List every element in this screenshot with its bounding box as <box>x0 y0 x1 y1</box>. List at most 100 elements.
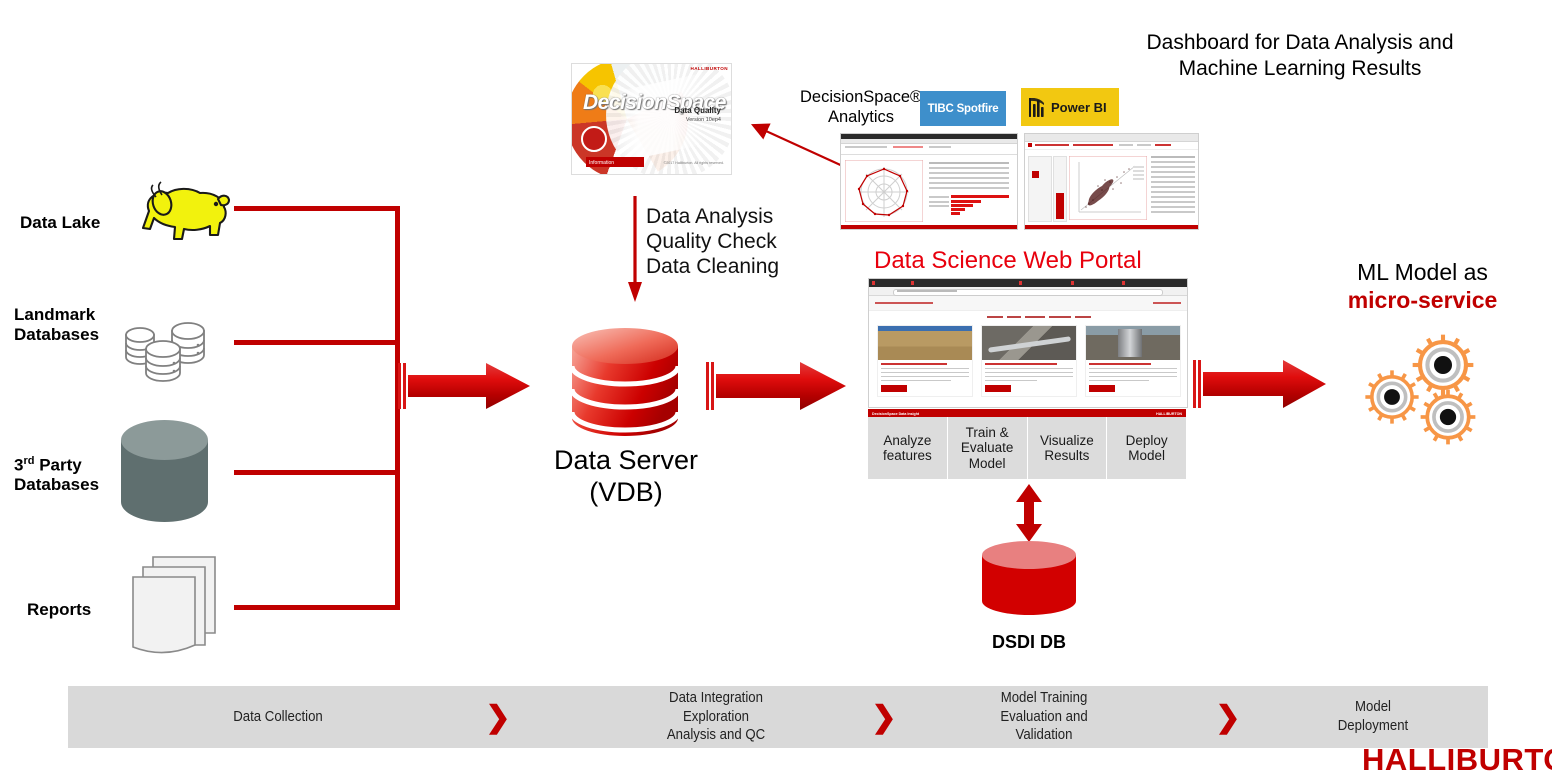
tab-analyze-features-line2: features <box>882 448 932 463</box>
shot-footer-bar <box>841 225 1017 229</box>
data-server-label-line2: (VDB) <box>589 477 663 508</box>
process-step-3: Data Cleaning <box>646 254 780 278</box>
analytics-label-line2: Analytics <box>827 107 895 126</box>
ds-logo-circle <box>581 126 607 152</box>
timeline-bar: Data Collection ❯ Data Integration Explo… <box>68 686 1488 748</box>
multi-database-icon <box>120 315 215 387</box>
tab-train-evaluate-model-line2: Evaluate <box>960 440 1014 456</box>
powerbi-gauge <box>1053 156 1067 222</box>
spotfire-dashboard-screenshot <box>840 133 1018 230</box>
connector-line-landmark <box>234 340 400 345</box>
tab-train-evaluate-model[interactable]: Train & Evaluate Model <box>948 417 1028 479</box>
timeline-chevron-1: ❯ <box>485 700 511 734</box>
halliburton-footer-logo: HALLIBURTON <box>1362 742 1552 777</box>
timeline-stage-4-line1: Model Training <box>1000 688 1088 706</box>
powerbi-scatter-chart <box>1069 156 1147 220</box>
source-label-reports: Reports <box>27 600 92 619</box>
data-server-cylinder-icon <box>566 326 684 436</box>
source-label-data-lake: Data Lake <box>20 213 101 232</box>
list-item[interactable] <box>981 325 1077 397</box>
card-button[interactable] <box>1089 385 1115 392</box>
arrow-tail <box>398 363 407 409</box>
source-label-landmark-line2: Databases <box>14 324 100 344</box>
tab-analyze-features[interactable]: Analyze features <box>868 417 948 479</box>
shot-footer-bar <box>1025 225 1198 229</box>
card-image-cutting <box>878 326 972 360</box>
process-down-arrow <box>628 196 642 302</box>
portal-title: Data Science Web Portal <box>874 247 1142 274</box>
dsdi-db-label: DSDI DB <box>991 632 1066 652</box>
arrow-body <box>408 363 530 409</box>
decisionspace-wordmark: DecisionSpace <box>583 91 726 114</box>
browser-toolbar <box>1025 134 1198 142</box>
tab-deploy-model-line1: Deploy <box>1125 432 1168 448</box>
tab-train-evaluate-model-line3: Model <box>968 455 1006 471</box>
decisionspace-splash-image: HALLIBURTON DecisionSpace Data Quality V… <box>571 63 732 175</box>
shot-accent-line <box>841 154 1017 155</box>
power-bi-logo: Power BI <box>1021 88 1119 126</box>
arrow-tail <box>706 362 715 410</box>
list-item[interactable] <box>1085 325 1181 397</box>
workflow-header-brand: HALLIBURTON <box>1156 411 1182 416</box>
card-button[interactable] <box>985 385 1011 392</box>
decisionspace-module: Data Quality <box>674 106 721 115</box>
spotfire-bar-chart <box>929 194 1013 220</box>
timeline-stage-2-line2: Exploration <box>682 707 750 725</box>
timeline-stage-4-line3: Validation <box>1015 726 1073 744</box>
browser-tabs-bar <box>869 279 1187 287</box>
browser-chrome-bar <box>841 134 1017 139</box>
timeline-chevron-3: ❯ <box>1215 700 1241 734</box>
tab-deploy-model-line2: Model <box>1128 448 1166 463</box>
tab-visualize-results-line1: Visualize <box>1039 432 1094 448</box>
dashboard-caption-line1: Dashboard for Data Analysis and <box>1146 31 1454 54</box>
data-server-label-line1: Data Server <box>553 445 699 475</box>
tab-analyze-features-line1: Analyze <box>883 432 932 448</box>
timeline-stage-6-line1: Model <box>1355 698 1391 716</box>
workflow-tabs[interactable]: Analyze features Train & Evaluate Model … <box>868 417 1186 479</box>
gears-microservice-icon <box>1348 325 1498 450</box>
source-label-third-party-line2: Databases <box>14 475 100 495</box>
timeline-stage-0-line1: Data Collection <box>233 707 323 725</box>
arrow-tail <box>1193 360 1202 408</box>
process-step-1: Data Analysis <box>646 205 774 228</box>
connector-vertical-trunk <box>395 206 400 610</box>
halliburton-brand-mark: HALLIBURTON <box>690 66 728 71</box>
data-science-portal-screenshot <box>868 278 1188 408</box>
timeline-stage-4-line2: Evaluation and <box>1000 707 1088 725</box>
ml-model-caption-line1: ML Model as <box>1357 259 1488 285</box>
data-server-label: Data Server (VDB) <box>520 444 732 509</box>
timeline-chevron-2: ❯ <box>871 700 897 734</box>
list-item[interactable] <box>877 325 973 397</box>
timeline-stage-data-integration: Data Integration Exploration Analysis an… <box>593 686 839 748</box>
decisionspace-version: Version 10ep4 <box>685 117 721 123</box>
process-steps-text: Data Analysis Quality Check Data Cleanin… <box>646 205 826 279</box>
portal-nav[interactable] <box>869 311 1187 321</box>
card-title <box>985 363 1057 365</box>
analytics-label-line1: DecisionSpace® <box>800 88 923 106</box>
connector-line-reports <box>234 605 400 610</box>
tab-visualize-results[interactable]: Visualize Results <box>1028 417 1108 479</box>
source-label-landmark: Landmark Databases <box>14 305 144 344</box>
connector-line-datalake <box>234 206 400 211</box>
database-cylinder-icon <box>113 418 216 526</box>
portal-page-header <box>869 296 1187 311</box>
timeline-stage-2-line3: Analysis and QC <box>666 726 766 744</box>
timeline-stage-2-line1: Data Integration <box>669 688 763 706</box>
card-image-rop <box>982 326 1076 360</box>
source-label-landmark-line1: Landmark <box>14 305 96 324</box>
connector-line-thirdparty <box>234 470 400 475</box>
portal-dsdi-double-arrow <box>1016 484 1042 542</box>
tab-deploy-model[interactable]: Deploy Model <box>1107 417 1186 479</box>
source-label-third-party-line1: 3rd Party <box>14 455 82 475</box>
powerbi-filter-panel <box>1028 156 1052 222</box>
powerbi-ribbon-accent <box>1028 143 1032 147</box>
browser-address-bar[interactable] <box>869 287 1187 296</box>
ds-information-bar <box>586 157 644 167</box>
card-title <box>881 363 947 365</box>
dashboard-caption-line2: Machine Learning Results <box>1178 56 1422 80</box>
analytics-label: DecisionSpace® Analytics <box>800 88 922 128</box>
tibco-spotfire-logo-text: TIBC Spotfire <box>927 102 999 115</box>
ml-model-caption: ML Model as micro-service <box>1310 258 1535 314</box>
workflow-header-bar: DecisionSpace Data Insight HALLIBURTON <box>868 409 1186 418</box>
card-button[interactable] <box>881 385 907 392</box>
